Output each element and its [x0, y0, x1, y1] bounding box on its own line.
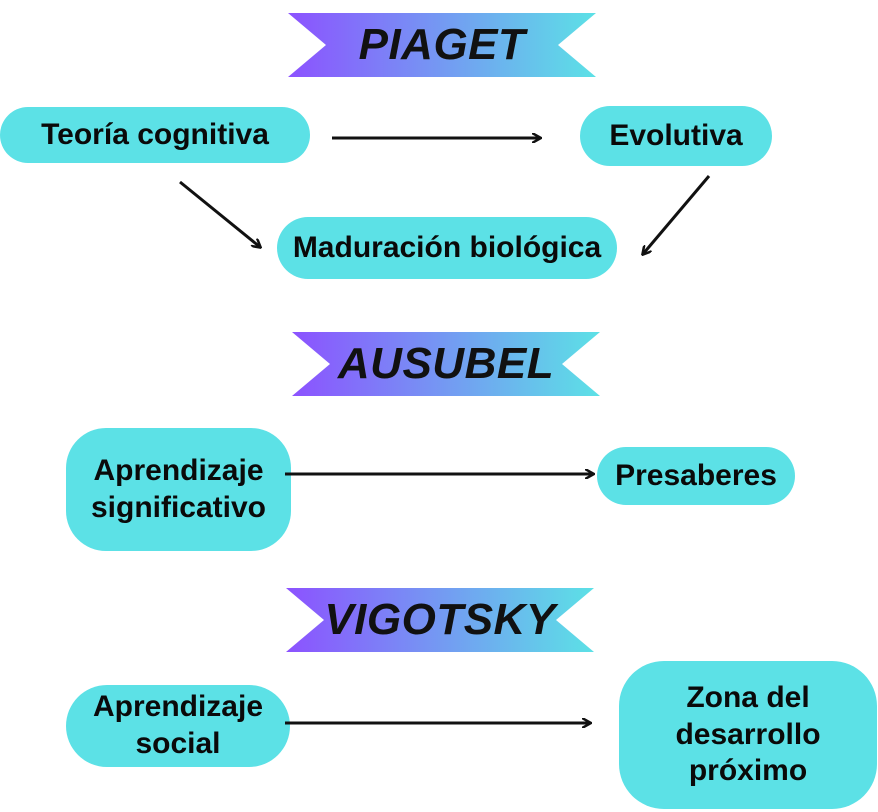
node-aprendizaje-social-line1: Aprendizaje	[92, 690, 264, 724]
piaget-title: PIAGET	[358, 20, 526, 69]
vigotsky-banner-shape	[286, 588, 594, 652]
ausubel-banner: AUSUBEL	[292, 332, 600, 396]
arrow-teoria-to-maduracion	[179, 180, 260, 247]
node-presaberes-label: Presaberes	[615, 458, 777, 492]
node-presaberes: Presaberes	[597, 447, 795, 505]
node-aprendizaje-significativo: Aprendizaje significativo	[66, 428, 291, 551]
ausubel-title: AUSUBEL	[337, 339, 555, 388]
node-aprendizaje-social-line2: social	[135, 727, 221, 760]
node-zona-line3: próximo	[688, 754, 808, 788]
node-evolutiva-label: Evolutiva	[609, 118, 743, 152]
node-teoria-cognitiva-label: Teoría cognitiva	[41, 117, 269, 151]
node-aprendizaje-significativo-line2: significativo	[90, 490, 267, 524]
node-teoria-cognitiva: Teoría cognitiva	[0, 107, 310, 163]
node-zona-line2: desarrollo	[675, 717, 821, 751]
node-aprendizaje-significativo-line1: Aprendizaje	[93, 453, 264, 487]
ausubel-banner-shape	[292, 332, 600, 396]
vigotsky-banner: VIGOTSKY	[286, 588, 594, 652]
node-aprendizaje-social: Aprendizaje social	[66, 685, 290, 767]
node-maduracion-biologica: Maduración biológica	[277, 217, 617, 279]
node-evolutiva: Evolutiva	[580, 106, 772, 166]
node-maduracion-biologica-label: Maduración biológica	[292, 230, 602, 264]
piaget-banner: PIAGET	[288, 13, 596, 77]
arrow-evolutiva-to-maduracion	[643, 175, 711, 254]
node-zona-line1: Zona del	[686, 681, 810, 715]
node-zona-desarrollo-proximo: Zona del desarrollo próximo	[619, 661, 877, 809]
piaget-banner-shape	[288, 13, 596, 77]
vigotsky-title: VIGOTSKY	[324, 595, 556, 644]
